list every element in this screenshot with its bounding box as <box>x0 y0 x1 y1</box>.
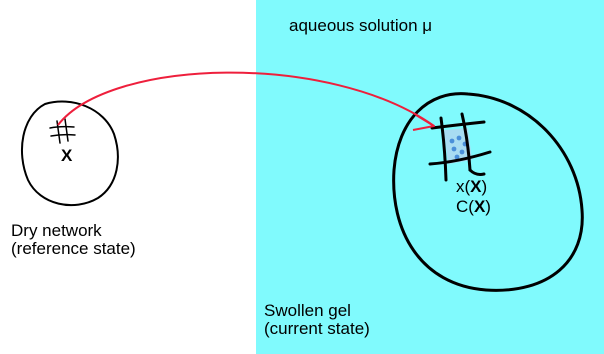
gel-position-suffix: ) <box>481 177 488 196</box>
gel-position-symbol: X <box>470 177 482 196</box>
gel-mesh-icon <box>428 112 492 182</box>
gel-concentration-label: C(X) <box>456 198 491 216</box>
aqueous-solution-region <box>256 0 604 354</box>
gel-concentration-symbol: X <box>473 197 486 216</box>
gel-caption-line1: Swollen gel <box>264 301 351 320</box>
dry-caption-line1: Dry network <box>11 221 102 240</box>
gel-position-prefix: x( <box>456 177 471 196</box>
dry-caption-line2: (reference state) <box>11 239 136 258</box>
mapping-arrow <box>57 71 435 127</box>
dry-network-outline <box>21 100 119 207</box>
gel-concentration-prefix: C( <box>456 197 474 216</box>
gel-position-label: x(X) <box>456 178 487 196</box>
gel-concentration-suffix: ) <box>485 197 491 216</box>
dry-mesh-icon <box>49 118 76 144</box>
solution-label: aqueous solution μ <box>289 16 433 35</box>
dry-point-label: X <box>61 146 73 165</box>
mapping-arrowhead <box>412 114 435 131</box>
gel-caption-line2: (current state) <box>264 319 370 338</box>
swollen-gel-outline <box>392 92 584 292</box>
